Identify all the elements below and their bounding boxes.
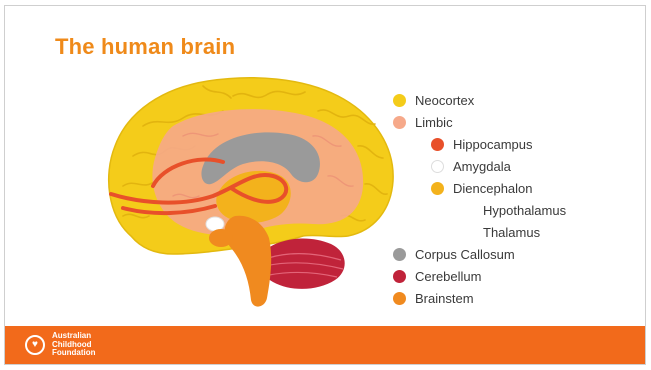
cerebellum-dot bbox=[393, 270, 406, 283]
legend-label: Diencephalon bbox=[453, 181, 533, 196]
corpus-callosum-dot bbox=[393, 248, 406, 261]
legend-item-neocortex: Neocortex bbox=[393, 90, 474, 110]
brainstem-region bbox=[225, 216, 272, 307]
legend-label: Brainstem bbox=[415, 291, 474, 306]
legend-label: Corpus Callosum bbox=[415, 247, 515, 262]
legend-item-brainstem: Brainstem bbox=[393, 288, 474, 308]
legend-item-thalamus: Thalamus bbox=[483, 222, 540, 242]
legend-item-hypothalamus: Hypothalamus bbox=[483, 200, 566, 220]
slide-title: The human brain bbox=[55, 34, 235, 60]
legend-label: Hypothalamus bbox=[483, 203, 566, 218]
neocortex-dot bbox=[393, 94, 406, 107]
legend-label: Cerebellum bbox=[415, 269, 481, 284]
brain-illustration bbox=[103, 66, 403, 316]
legend-label: Limbic bbox=[415, 115, 453, 130]
logo-badge: ♥ bbox=[25, 335, 45, 355]
legend-label: Hippocampus bbox=[453, 137, 533, 152]
legend-item-amygdala: Amygdala bbox=[431, 156, 511, 176]
legend-item-hippocampus: Hippocampus bbox=[431, 134, 533, 154]
legend-item-limbic: Limbic bbox=[393, 112, 453, 132]
cerebellum-region bbox=[259, 238, 345, 288]
amygdala-dot bbox=[431, 160, 444, 173]
legend-label: Thalamus bbox=[483, 225, 540, 240]
amygdala-region bbox=[206, 217, 224, 231]
brainstem-dot bbox=[393, 292, 406, 305]
legend-item-diencephalon: Diencephalon bbox=[431, 178, 533, 198]
hippocampus-dot bbox=[431, 138, 444, 151]
footer-bar: ♥ Australian Childhood Foundation bbox=[5, 326, 645, 364]
organization-logo-text: Australian Childhood Foundation bbox=[52, 332, 96, 358]
heart-icon: ♥ bbox=[32, 340, 38, 350]
legend-label: Amygdala bbox=[453, 159, 511, 174]
brain-legend: Neocortex Limbic Hippocampus Amygdala Di… bbox=[393, 90, 643, 320]
org-line-3: Foundation bbox=[52, 349, 96, 358]
slide: The human brain bbox=[4, 5, 646, 365]
legend-item-cerebellum: Cerebellum bbox=[393, 266, 481, 286]
legend-label: Neocortex bbox=[415, 93, 474, 108]
legend-item-corpus-callosum: Corpus Callosum bbox=[393, 244, 515, 264]
diencephalon-dot bbox=[431, 182, 444, 195]
limbic-dot bbox=[393, 116, 406, 129]
